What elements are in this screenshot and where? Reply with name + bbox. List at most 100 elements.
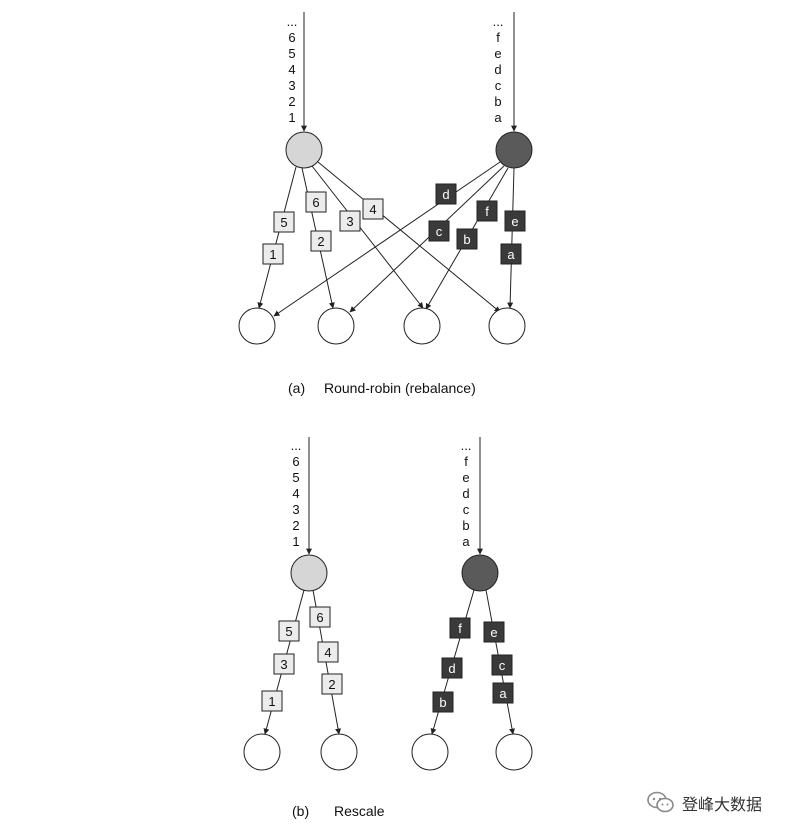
b-right-record-5-box (492, 682, 514, 704)
a-right-record-1-box (428, 220, 450, 242)
a-left-record-1-box (273, 211, 295, 233)
b-target-node-3 (411, 733, 449, 771)
a-right-stream-item-2: e (494, 46, 501, 61)
a-left-source-node (285, 131, 323, 169)
a-left-record-0-label: 1 (269, 247, 276, 262)
caption-a-text: Round-robin (rebalance) (324, 380, 476, 396)
b-left-record-1-box (273, 653, 295, 675)
a-right-record-3-box (456, 228, 478, 250)
a-edge-left-t1 (257, 166, 297, 309)
b-left-stream-item-2: 5 (292, 470, 299, 485)
b-left-source-node (290, 554, 328, 592)
a-right-record-4-box (504, 210, 526, 232)
b-left-record-2-box (261, 690, 283, 712)
b-target-node-1 (243, 733, 281, 771)
a-right-stream-item-0: ... (493, 14, 504, 29)
b-right-record-1-box (441, 657, 463, 679)
b-left-record-5-box (321, 673, 343, 695)
b-left-record-3-box (309, 606, 331, 628)
b-left-record-4-box (317, 641, 339, 663)
b-right-stream-item-3: d (462, 486, 469, 501)
a-right-record-3-label: b (463, 232, 470, 247)
a-left-record-3-box (305, 191, 327, 213)
b-right-record-4-label: c (499, 658, 506, 673)
a-left-stream-item-2: 5 (288, 46, 295, 61)
a-edge-left-t3 (311, 165, 424, 309)
a-right-stream-item-6: a (494, 110, 502, 125)
a-target-node-4 (488, 307, 526, 345)
b-right-record-5-label: a (499, 686, 507, 701)
a-left-record-4-box (339, 210, 361, 232)
a-right-record-1-label: c (436, 224, 443, 239)
b-right-stream-item-4: c (463, 502, 470, 517)
b-left-record-4-label: 4 (324, 645, 331, 660)
b-right-record-2-box (432, 691, 454, 713)
b-left-record-0-box (278, 620, 300, 642)
b-left-stream-item-3: 4 (292, 486, 299, 501)
a-left-record-2-label: 2 (317, 234, 324, 249)
b-target-node-4 (495, 733, 533, 771)
b-right-record-4-box (491, 654, 513, 676)
caption-b-text: Rescale (334, 803, 385, 819)
a-right-stream-item-5: b (494, 94, 501, 109)
a-left-record-5-box (362, 198, 384, 220)
a-target-node-2 (317, 307, 355, 345)
b-left-record-1-label: 3 (280, 657, 287, 672)
b-right-source-node (461, 554, 499, 592)
b-left-record-3-label: 6 (316, 610, 323, 625)
wechat-icon (647, 791, 674, 813)
a-right-record-5-label: a (507, 247, 515, 262)
b-left-record-5-label: 2 (328, 677, 335, 692)
a-left-record-5-label: 4 (369, 202, 376, 217)
a-edge-right-t2 (349, 165, 505, 313)
b-right-record-0-box (449, 617, 471, 639)
b-right-stream-item-5: b (462, 518, 469, 533)
b-right-record-3-label: e (490, 625, 497, 640)
a-left-stream-item-6: 1 (288, 110, 295, 125)
a-right-stream-item-4: c (495, 78, 502, 93)
a-edge-right-t4 (507, 167, 515, 309)
b-left-record-0-label: 5 (285, 624, 292, 639)
b-left-stream-item-5: 2 (292, 518, 299, 533)
a-edge-right-t1 (273, 161, 501, 317)
b-left-stream-item-4: 3 (292, 502, 299, 517)
a-left-record-1-label: 5 (280, 215, 287, 230)
b-right-record-3-box (483, 621, 505, 643)
a-right-stream-item-1: f (496, 30, 500, 45)
a-right-record-0-box (435, 183, 457, 205)
a-left-stream-item-1: 6 (288, 30, 295, 45)
b-left-stream-item-1: 6 (292, 454, 299, 469)
b-right-record-0-label: f (458, 621, 462, 636)
a-target-node-1 (238, 307, 276, 345)
a-left-record-3-label: 6 (312, 195, 319, 210)
b-right-stream-item-2: e (462, 470, 469, 485)
b-right-stream-item-0: ... (461, 438, 472, 453)
b-left-stream-item-0: ... (291, 438, 302, 453)
b-right-stream-item-1: f (464, 454, 468, 469)
caption-a-label: (a) (288, 380, 306, 396)
a-left-record-0-box (262, 243, 284, 265)
watermark-text: 登峰大数据 (682, 795, 763, 814)
a-left-stream-item-3: 4 (288, 62, 295, 77)
a-right-record-2-label: f (485, 204, 489, 219)
b-right-stream-item-6: a (462, 534, 470, 549)
a-left-stream-item-5: 2 (288, 94, 295, 109)
a-right-record-0-label: d (442, 187, 449, 202)
b-right-record-2-label: b (439, 695, 446, 710)
a-right-record-2-box (476, 200, 498, 222)
a-left-record-4-label: 3 (346, 214, 353, 229)
b-target-node-2 (320, 733, 358, 771)
b-left-record-2-label: 1 (268, 694, 275, 709)
caption-b-label: (b) (292, 803, 310, 819)
b-left-stream-item-6: 1 (292, 534, 299, 549)
b-right-record-1-label: d (448, 661, 455, 676)
a-left-record-2-box (310, 230, 332, 252)
a-left-stream-item-0: ... (287, 14, 298, 29)
a-right-record-4-label: e (511, 214, 518, 229)
a-right-source-node (495, 131, 533, 169)
a-target-node-3 (403, 307, 441, 345)
a-right-record-5-box (500, 243, 522, 265)
a-left-stream-item-4: 3 (288, 78, 295, 93)
a-right-stream-item-3: d (494, 62, 501, 77)
